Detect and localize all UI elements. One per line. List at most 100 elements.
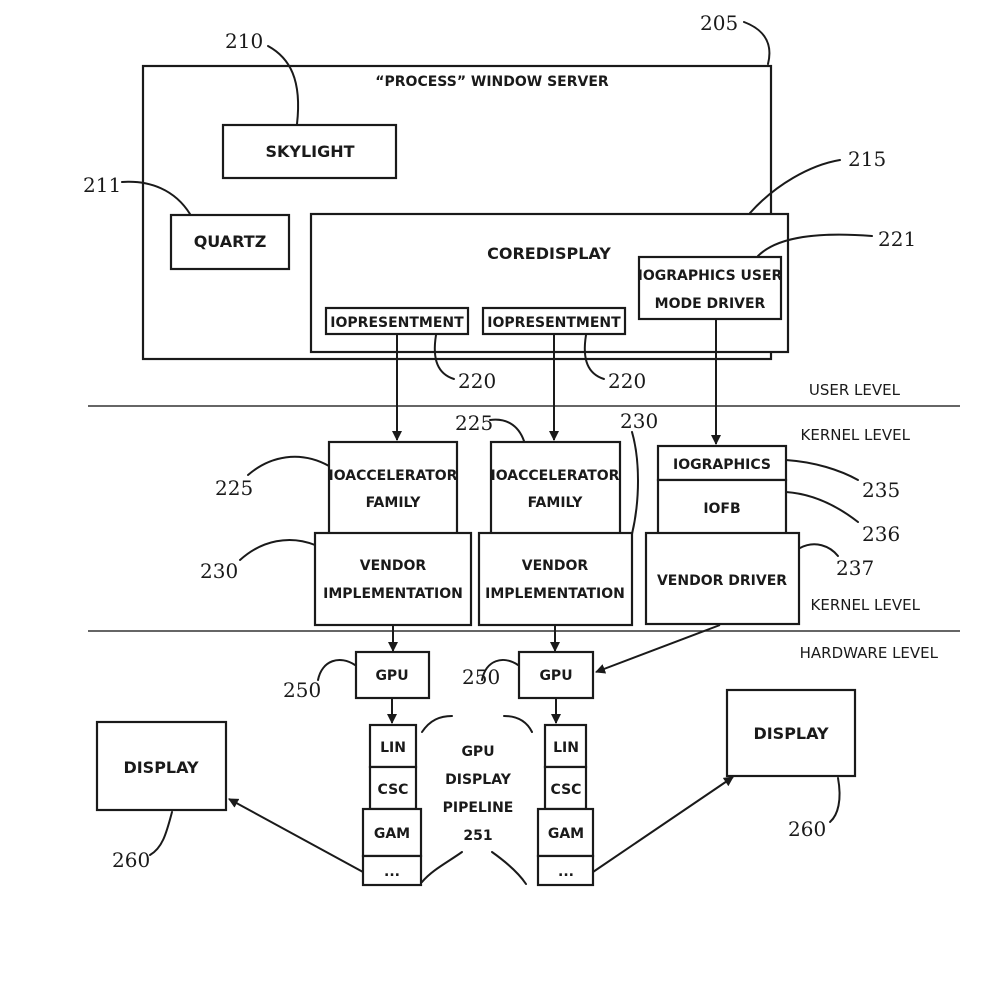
display-box-left <box>95 720 228 812</box>
ref-220-left: 220 <box>458 369 496 393</box>
display-right-leader <box>829 777 841 823</box>
pipeline-left-ellipsis: ... <box>384 864 400 880</box>
ref-205: 205 <box>700 11 738 35</box>
iographics-user-line2: MODE DRIVER <box>655 296 766 312</box>
pipeline-right-gam: GAM <box>548 826 584 842</box>
ref-260-right: 260 <box>788 817 826 841</box>
vendor-impl-left-leader <box>239 539 316 561</box>
iographics-user-line1: IOGRAPHICS USER <box>638 268 783 284</box>
pipeline-caption-line1: GPU <box>461 744 494 760</box>
ioaccelerator-box-right <box>489 440 622 536</box>
pipeline-bracket-bottom-right <box>491 851 527 885</box>
skylight-box <box>221 123 398 180</box>
iofb-leader <box>785 491 859 523</box>
gpu-right-label: GPU <box>539 668 572 684</box>
quartz-leader <box>121 180 191 215</box>
arrow-pipeline-right-to-display <box>592 776 734 873</box>
pipeline-right-ellipsis: ... <box>558 864 574 880</box>
display-left-leader <box>149 811 173 856</box>
vendor-implementation-box-right <box>477 531 634 627</box>
display-box-right <box>725 688 857 778</box>
iopresentment-leader-right <box>583 334 605 380</box>
pipeline-left-ellipsis-box <box>361 854 423 887</box>
ref-211: 211 <box>83 173 121 197</box>
ref-230-left: 230 <box>200 559 238 583</box>
gpu-right-leader <box>481 659 519 681</box>
pipeline-left-gam: GAM <box>374 826 410 842</box>
quartz-box <box>169 213 291 271</box>
ioaccelerator-left-line1: IOACCELERATOR <box>329 468 458 484</box>
pipeline-caption-line2: DISPLAY <box>445 772 512 788</box>
ref-235: 235 <box>862 478 900 502</box>
window-server-leader <box>743 21 771 65</box>
ref-250-left: 250 <box>283 678 321 702</box>
ref-221: 221 <box>878 227 916 251</box>
coredisplay-label: COREDISPLAY <box>487 244 611 263</box>
arrow-pipeline-left-to-display <box>228 798 364 873</box>
vendor-impl-right-line1: VENDOR <box>522 558 589 574</box>
vendor-impl-left-line2: IMPLEMENTATION <box>323 586 463 602</box>
pipeline-left-csc: CSC <box>378 782 409 798</box>
quartz-label: QUARTZ <box>194 232 267 251</box>
iofb-label: IOFB <box>703 501 740 517</box>
pipeline-caption-number: 251 <box>463 828 492 844</box>
pipeline-caption-line3: PIPELINE <box>443 800 514 816</box>
vendor-driver-box <box>644 531 801 626</box>
display-right-label: DISPLAY <box>753 724 829 743</box>
pipeline-bracket-bottom-left <box>421 851 463 883</box>
ref-225-left: 225 <box>215 476 253 500</box>
ioaccelerator-left-leader <box>247 455 330 476</box>
iopresentment-label-right: IOPRESENTMENT <box>487 315 621 331</box>
hardware-level-label: HARDWARE LEVEL <box>800 644 939 662</box>
user-level-label: USER LEVEL <box>809 381 901 399</box>
ioaccelerator-left-line2: FAMILY <box>366 495 422 511</box>
pipeline-left-gam-box <box>361 807 423 858</box>
pipeline-left-csc-box <box>368 765 418 811</box>
iographics-user-mode-driver-box <box>637 255 783 321</box>
ref-215: 215 <box>848 147 886 171</box>
pipeline-bracket-top-left <box>421 715 453 733</box>
kernel-level-label-bottom: KERNEL LEVEL <box>811 596 921 614</box>
skylight-label: SKYLIGHT <box>265 142 354 161</box>
arrow-vendor-driver-to-gpu <box>595 624 721 674</box>
vendor-driver-label: VENDOR DRIVER <box>657 573 787 589</box>
ref-225-right: 225 <box>455 411 493 435</box>
iographics-box <box>656 444 788 482</box>
pipeline-right-lin: LIN <box>553 740 579 756</box>
ioaccelerator-right-leader <box>489 418 525 442</box>
vendor-impl-right-line2: IMPLEMENTATION <box>485 586 625 602</box>
gpu-left-label: GPU <box>375 668 408 684</box>
gpu-left-leader <box>317 659 356 681</box>
pipeline-right-lin-box <box>543 723 588 769</box>
iopresentment-box-left <box>324 306 470 336</box>
ref-250-right: 250 <box>462 665 500 689</box>
iofb-box <box>656 478 788 536</box>
iographics-label: IOGRAPHICS <box>673 457 771 473</box>
iographics-user-leader <box>757 233 873 257</box>
ref-230-right: 230 <box>620 409 658 433</box>
pipeline-bracket-top-right <box>503 715 533 733</box>
iopresentment-label-left: IOPRESENTMENT <box>330 315 464 331</box>
gpu-box-left <box>354 650 431 700</box>
kernel-level-label-top: KERNEL LEVEL <box>801 426 911 444</box>
ioaccelerator-box-left <box>327 440 459 536</box>
vendor-impl-left-line1: VENDOR <box>360 558 427 574</box>
ioaccelerator-right-line1: IOACCELERATOR <box>491 468 620 484</box>
vendor-implementation-box-left <box>313 531 473 627</box>
iographics-leader <box>785 459 859 481</box>
pipeline-left-lin: LIN <box>380 740 406 756</box>
ioaccelerator-right-line2: FAMILY <box>528 495 584 511</box>
ref-260-left: 260 <box>112 848 150 872</box>
window-server-title: “PROCESS” WINDOW SERVER <box>375 74 609 90</box>
ref-220-right: 220 <box>608 369 646 393</box>
vendor-impl-right-leader <box>631 431 639 535</box>
ref-210: 210 <box>225 29 263 53</box>
skylight-leader <box>267 45 300 125</box>
ref-236: 236 <box>862 522 900 546</box>
pipeline-right-csc: CSC <box>551 782 582 798</box>
display-left-label: DISPLAY <box>123 758 199 777</box>
pipeline-right-csc-box <box>543 765 588 811</box>
pipeline-right-ellipsis-box <box>536 854 595 887</box>
